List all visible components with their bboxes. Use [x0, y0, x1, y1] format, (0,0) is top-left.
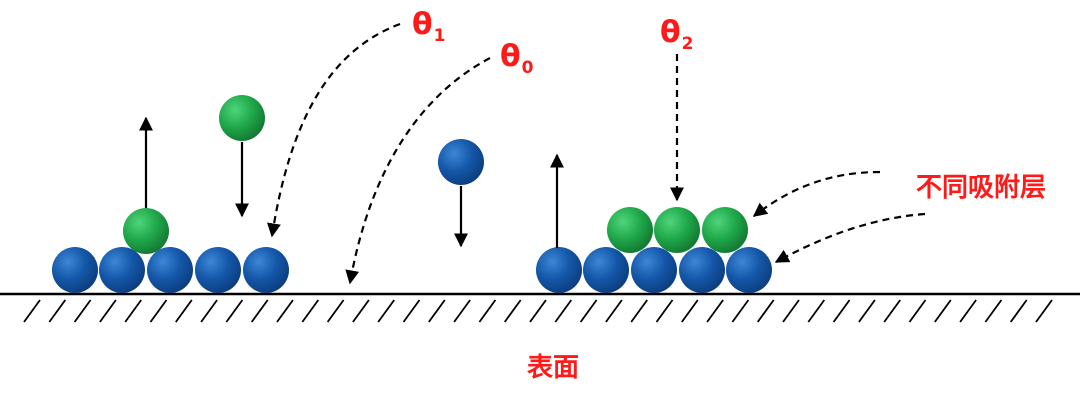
green-particle [123, 208, 169, 254]
hatch-mark [681, 299, 699, 323]
hatch-mark [478, 299, 497, 323]
hatch-mark [655, 299, 674, 323]
surface-label: 表面 [527, 353, 579, 383]
blue-particle [195, 247, 241, 293]
hatch-mark [377, 299, 395, 323]
hatch-mark [428, 299, 446, 323]
hatch-mark [959, 299, 977, 323]
hatch-mark [402, 299, 421, 323]
theta0-label: θ0 [500, 39, 534, 78]
hatch-mark [225, 299, 244, 323]
hatch-mark [124, 299, 142, 323]
hatch-mark [883, 299, 901, 323]
blue-particle [52, 247, 98, 293]
green-particle [654, 207, 700, 253]
hatch-mark [276, 299, 294, 323]
blue-particle [679, 247, 725, 293]
blue-particle [583, 247, 629, 293]
blue-particle [243, 247, 289, 293]
green-particle [702, 207, 748, 253]
hatch-mark [706, 299, 724, 323]
right-cluster [536, 207, 772, 293]
blue-free-particle [438, 139, 484, 185]
hatch-mark [149, 299, 168, 323]
hatch-mark [48, 299, 67, 323]
blue-particle [147, 247, 193, 293]
hatch-mark [807, 299, 826, 323]
hatch-mark [301, 299, 320, 323]
blue-particle [99, 247, 145, 293]
hatch-mark [832, 299, 851, 323]
hatch-mark [984, 299, 1003, 323]
green-free-particle [219, 95, 265, 141]
left-cluster [52, 208, 289, 293]
hatch-mark [175, 299, 193, 323]
hatch-mark [503, 299, 522, 323]
hatch-mark [934, 299, 952, 323]
theta2-label: θ2 [660, 15, 693, 54]
hatch-mark [756, 299, 775, 323]
theta1-dashed-arrow [267, 22, 401, 238]
blue-particle [631, 247, 677, 293]
adsorption-layers-label: 不同吸附层 [916, 173, 1046, 203]
hatch-mark [1009, 299, 1028, 323]
hatch-mark [908, 299, 927, 323]
theta1-label: θ1 [412, 7, 445, 46]
hatch-mark [73, 299, 92, 323]
hatch-mark [453, 299, 471, 323]
hatch-mark [1035, 299, 1053, 323]
theta0-dashed-arrow [345, 57, 491, 285]
hatch-mark [630, 299, 648, 323]
hatch-mark [579, 299, 598, 323]
hatch-mark [529, 299, 547, 323]
hatch-mark [200, 299, 218, 323]
layer2-dashed-arrow [752, 170, 881, 217]
hatch-mark [99, 299, 117, 323]
green-particle [607, 207, 653, 253]
hatch-mark [731, 299, 750, 323]
blue-particle [726, 247, 772, 293]
hatch-mark [352, 299, 370, 323]
hatch-mark [858, 299, 876, 323]
hatch-mark [326, 299, 345, 323]
layer1-dashed-arrow [774, 212, 926, 263]
hatch-mark [554, 299, 573, 323]
hatch-mark [782, 299, 800, 323]
blue-particle [536, 247, 582, 293]
hatch-mark [250, 299, 269, 323]
hatch-mark [23, 299, 41, 323]
surface-hatching [23, 299, 1053, 323]
hatch-mark [605, 299, 623, 323]
